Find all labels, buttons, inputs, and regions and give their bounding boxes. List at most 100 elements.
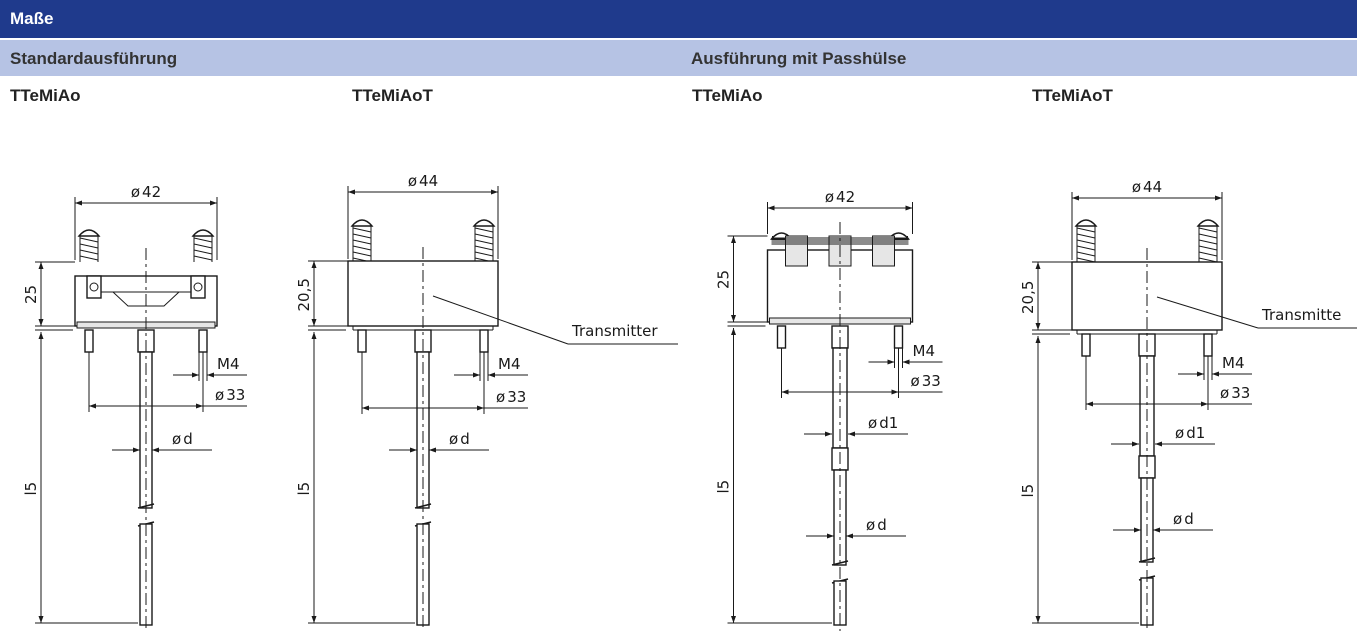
screw-head <box>191 229 215 237</box>
spring-coil <box>1076 245 1096 251</box>
mounting-stud-right <box>479 329 489 353</box>
spring-coil <box>1198 233 1218 239</box>
model-label-1: TTeMiAo <box>10 86 81 105</box>
dimension-arrow <box>429 447 436 453</box>
dimension-arrow <box>731 616 736 623</box>
spring-coil <box>1198 251 1218 257</box>
dimension-arrow <box>846 533 853 539</box>
dimension-value: d1 <box>879 414 898 432</box>
dimension-value: d <box>877 516 887 534</box>
dimension-arrow <box>488 372 495 378</box>
mounting-stud-left <box>84 329 94 353</box>
mounting-stud-right <box>198 329 208 353</box>
dimension-arrow <box>491 189 498 195</box>
screw-head <box>1074 219 1098 227</box>
dimension-arrow <box>902 359 910 365</box>
spring-coil <box>474 251 494 257</box>
terminal-screw <box>193 282 203 292</box>
spring-coil <box>352 239 372 245</box>
spring-coil <box>193 237 213 243</box>
spring-coil <box>79 237 99 243</box>
section-standard: Standardausführung <box>0 40 681 76</box>
dimension-value: d <box>460 430 470 448</box>
spring-coil <box>352 251 372 257</box>
spring-coil <box>1198 239 1218 245</box>
diameter-symbol: ø <box>172 430 181 448</box>
spring-coil <box>352 245 372 251</box>
diameter-symbol: ø <box>911 372 920 390</box>
mounting-stud-right <box>893 325 904 349</box>
dimension-arrow <box>473 372 480 378</box>
diameter-symbol: ø <box>1132 178 1141 196</box>
dimension-arrow <box>89 403 96 409</box>
left-screw-spring <box>1074 219 1098 263</box>
dimension-arrow <box>75 200 82 206</box>
spring-coil <box>474 227 494 233</box>
dimension-arrow <box>781 389 789 395</box>
spring-coil <box>193 255 213 261</box>
spring-coil <box>79 243 99 249</box>
dimension-arrow <box>1035 336 1041 343</box>
diameter-symbol: ø <box>496 388 505 406</box>
dimension-arrow <box>1035 262 1041 269</box>
dimension-arrow <box>1086 401 1093 407</box>
break-line <box>1138 557 1156 563</box>
dimension-arrow <box>827 533 834 539</box>
diameter-symbol: ø <box>1173 510 1182 528</box>
dimension-arrow <box>1072 195 1079 201</box>
dimension-arrow <box>825 431 832 437</box>
dimension-arrow <box>192 372 199 378</box>
dimension-value: 42 <box>836 188 855 206</box>
height-label: 25 <box>22 285 40 304</box>
dimension-arrow <box>362 405 369 411</box>
dimension-arrow <box>731 328 736 335</box>
spring-coil <box>474 233 494 239</box>
diameter-symbol: ø <box>131 183 140 201</box>
spring-coil <box>474 245 494 251</box>
dimension-arrow <box>1201 401 1208 407</box>
model-label-3: TTeMiAo <box>692 86 763 105</box>
diameter-symbol: ø <box>408 172 417 190</box>
thread-label: M4 <box>913 342 936 360</box>
thread-label: M4 <box>498 355 521 373</box>
ceramic-socket <box>93 291 199 307</box>
dimension-arrow <box>477 405 484 411</box>
mounting-stud-left <box>1081 333 1091 357</box>
terminal-left <box>86 275 102 299</box>
screw-head <box>1196 219 1220 227</box>
dimension-arrow <box>848 431 855 437</box>
dimension-arrow <box>1155 441 1162 447</box>
dimension-value: 33 <box>226 386 245 404</box>
spring-coil <box>352 233 372 239</box>
dimension-arrow <box>1134 527 1141 533</box>
dimension-arrow <box>1215 195 1222 201</box>
right-screw-spring <box>191 229 215 262</box>
height-label: 25 <box>715 270 733 289</box>
spring-coil <box>1076 239 1096 245</box>
dimension-value: 42 <box>142 183 161 201</box>
mounting-stud-right <box>1203 333 1213 357</box>
dimension-arrow <box>311 616 317 623</box>
screw-head <box>77 229 101 237</box>
dimension-arrow <box>731 315 736 322</box>
transmitter-leader <box>432 295 569 345</box>
model-label-4: TTeMiAoT <box>1032 86 1113 105</box>
dimension-arrow <box>38 616 44 623</box>
model-label-2: TTeMiAoT <box>352 86 433 105</box>
diameter-symbol: ø <box>1220 384 1229 402</box>
spring-coil <box>352 227 372 233</box>
section-title: Maße <box>0 0 1357 38</box>
screw-head <box>472 219 496 227</box>
screw-head <box>350 219 374 227</box>
height-label: 20,5 <box>295 278 313 311</box>
dimension-arrow <box>731 236 736 243</box>
